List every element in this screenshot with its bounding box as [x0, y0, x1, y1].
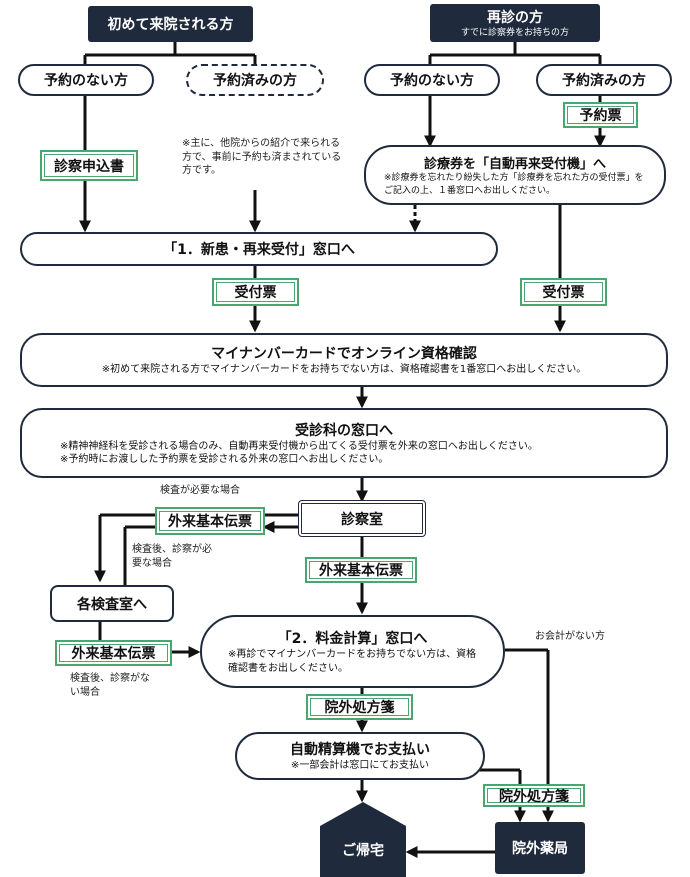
revisit-no-reservation: 予約のない方: [364, 64, 500, 96]
department-window: 受診科の窓口へ ※精神神経科を受診される場合のみ、自動再来受付機から出てくる受付…: [20, 408, 668, 478]
prescription-right: 院外処方箋: [483, 784, 585, 807]
payment-note: ※一部会計は窓口にてお支払い: [290, 760, 430, 772]
mynumber-online-check: マイナンバーカードでオンライン資格確認 ※初めて来院される方でマイナンバーカード…: [20, 333, 668, 387]
application-form-ticket: 診察申込書: [40, 150, 138, 181]
payment-title: 自動精算機でお支払い: [290, 742, 430, 759]
revisit-reserved-label: 予約済みの方: [562, 73, 646, 89]
window2-note: ※再診でマイナンバーカードをお持ちでない方は、資格確認書をお出しください。: [228, 649, 477, 674]
revisit-title: 再診の方: [487, 9, 543, 26]
no-payment-label: お会計がない方: [535, 631, 605, 642]
revisit-subtitle: すでに診察券をお持ちの方: [460, 27, 570, 38]
first-no-reservation-label: 予約のない方: [44, 73, 128, 89]
receipt-ticket-left: 受付票: [212, 278, 299, 306]
revisit-reserved: 予約済みの方: [536, 64, 672, 96]
prescription-mid: 院外処方箋: [306, 694, 413, 720]
auto-reception-machine: 診療券を「自動再来受付機」へ ※診療券を忘れたり紛失した方「診療券を忘れた方の受…: [364, 145, 666, 205]
revisit-header: 再診の方 すでに診察券をお持ちの方: [430, 4, 600, 42]
window1-new-return-reception: 「1．新患・再来受付」窓口へ: [20, 232, 498, 266]
prescription-mid-label: 院外処方箋: [324, 700, 395, 716]
lab-rooms: 各検査室へ: [50, 585, 174, 622]
prescription-right-label: 院外処方箋: [499, 788, 569, 805]
first-no-reservation: 予約のない方: [18, 64, 154, 96]
first-reserved-label: 予約済みの方: [213, 73, 297, 89]
pharmacy-label: 院外薬局: [512, 841, 568, 857]
first-visit-title: 初めて来院される方: [107, 17, 234, 33]
home-house-shape: [320, 802, 406, 877]
receipt-ticket-right: 受付票: [520, 278, 607, 306]
window2-fee-calculation: 「2．料金計算」窓口へ ※再診でマイナンバーカードをお持ちでない方は、資格確認書…: [200, 615, 505, 688]
receipt-right-label: 受付票: [542, 285, 585, 301]
receipt-left-label: 受付票: [234, 285, 277, 301]
outpatient-slip-left: 外来基本伝票: [55, 640, 172, 666]
slip-top-label: 外来基本伝票: [168, 514, 252, 530]
mynumber-note: ※初めて来院される方でマイナンバーカードをお持ちでない方は、資格確認書を1番窓口…: [101, 364, 587, 376]
go-home: ご帰宅: [318, 830, 408, 870]
department-note1: ※精神神経科を受診される場合のみ、自動再来受付機から出てくる受付票を外来の窓口へ…: [60, 440, 538, 452]
go-home-label: ご帰宅: [342, 843, 384, 859]
application-form-label: 診察申込書: [54, 158, 124, 175]
machine-title: 診療券を「自動再来受付機」へ: [423, 157, 606, 173]
slip-mid-label: 外来基本伝票: [319, 563, 403, 579]
first-reserved: 予約済みの方: [186, 64, 324, 96]
department-note2: ※予約時にお渡しした予約票を受診される外来の窓口へお出しください。: [60, 454, 389, 465]
reservation-ticket: 予約票: [563, 102, 638, 128]
first-reserved-note: ※主に、他院からの紹介で来られる方で、事前に予約も済まされている方です。: [182, 138, 342, 176]
window1-label: 「1．新患・再来受付」窓口へ: [163, 242, 355, 258]
auto-payment-machine: 自動精算機でお支払い ※一部会計は窓口にてお支払い: [235, 732, 485, 780]
outpatient-slip-top: 外来基本伝票: [155, 507, 265, 535]
mynumber-title: マイナンバーカードでオンライン資格確認: [211, 346, 477, 363]
revisit-no-reservation-label: 予約のない方: [390, 73, 474, 89]
outside-pharmacy: 院外薬局: [495, 822, 585, 874]
consultation-room-label: 診察室: [341, 511, 383, 528]
window2-title: 「2．料金計算」窓口へ: [277, 631, 428, 647]
department-title: 受診科の窓口へ: [295, 422, 393, 439]
consultation-room: 診察室: [298, 500, 426, 537]
after-exam-consult-label: 検査後、診察が必要な場合: [132, 544, 212, 569]
exam-needed-label: 検査が必要な場合: [160, 485, 240, 496]
machine-note: ※診療券を忘れたり紛失した方「診療券を忘れた方の受付票」をご記入の上、１番窓口へ…: [384, 173, 644, 196]
after-exam-no-consult-label: 検査後、診察がない場合: [70, 673, 150, 698]
outpatient-slip-mid: 外来基本伝票: [305, 557, 417, 583]
slip-left-label: 外来基本伝票: [71, 646, 156, 662]
lab-label: 各検査室へ: [77, 596, 147, 613]
first-visit-header: 初めて来院される方: [88, 6, 253, 42]
reservation-ticket-label: 予約票: [579, 108, 622, 124]
